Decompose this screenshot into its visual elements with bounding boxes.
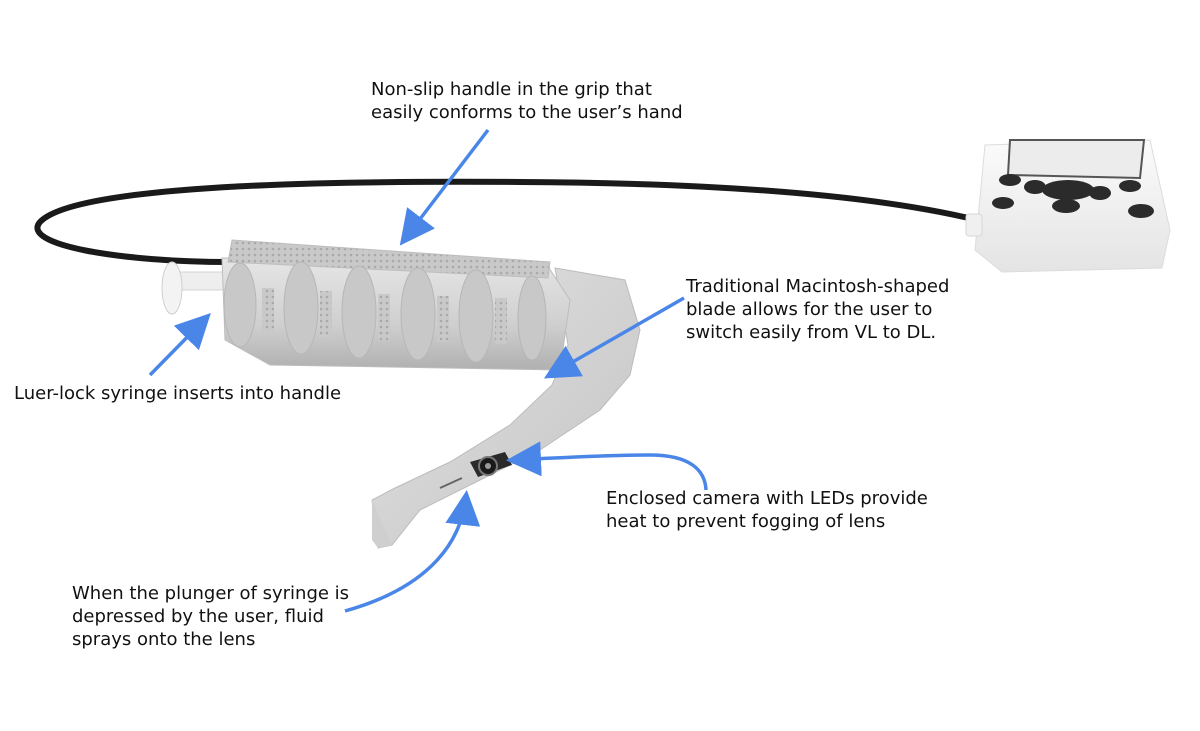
- arrow-handle: [399, 128, 490, 246]
- arrow-blade: [543, 296, 685, 379]
- callout-luer-lock-syringe: Luer-lock syringe inserts into handle: [14, 382, 341, 405]
- callout-line: sprays onto the lens: [72, 629, 256, 650]
- callout-syringe-plunger: When the plunger of syringe is depressed…: [72, 582, 349, 651]
- enclosed-camera: [439, 452, 512, 489]
- callout-macintosh-blade: Traditional Macintosh-shaped blade allow…: [686, 275, 949, 344]
- callout-enclosed-camera: Enclosed camera with LEDs provide heat t…: [606, 487, 928, 533]
- callout-line: heat to prevent fogging of lens: [606, 511, 886, 532]
- callout-line: blade allows for the user to: [686, 299, 933, 320]
- device-cable: [34, 178, 988, 265]
- callout-non-slip-handle: Non-slip handle in the grip that easily …: [371, 78, 683, 124]
- luer-lock-syringe: [161, 261, 236, 315]
- callout-line: switch easily from VL to DL.: [686, 322, 937, 343]
- monitor-select-button: [1042, 180, 1094, 200]
- arrow-plunger: [344, 490, 481, 613]
- callout-line: Non-slip handle in the grip that: [371, 79, 652, 100]
- callout-line: When the plunger of syringe is: [72, 583, 350, 604]
- callout-line: easily conforms to the user’s hand: [371, 102, 683, 123]
- monitor-unit: [965, 139, 1171, 273]
- callout-line: Traditional Macintosh-shaped: [686, 276, 950, 297]
- callout-line: Luer-lock syringe inserts into handle: [14, 383, 342, 404]
- callout-line: Enclosed camera with LEDs provide: [606, 488, 928, 509]
- callout-line: depressed by the user, fluid: [72, 606, 324, 627]
- arrow-syringe: [148, 313, 211, 377]
- arrow-camera: [506, 441, 708, 491]
- non-slip-handle: [221, 239, 571, 371]
